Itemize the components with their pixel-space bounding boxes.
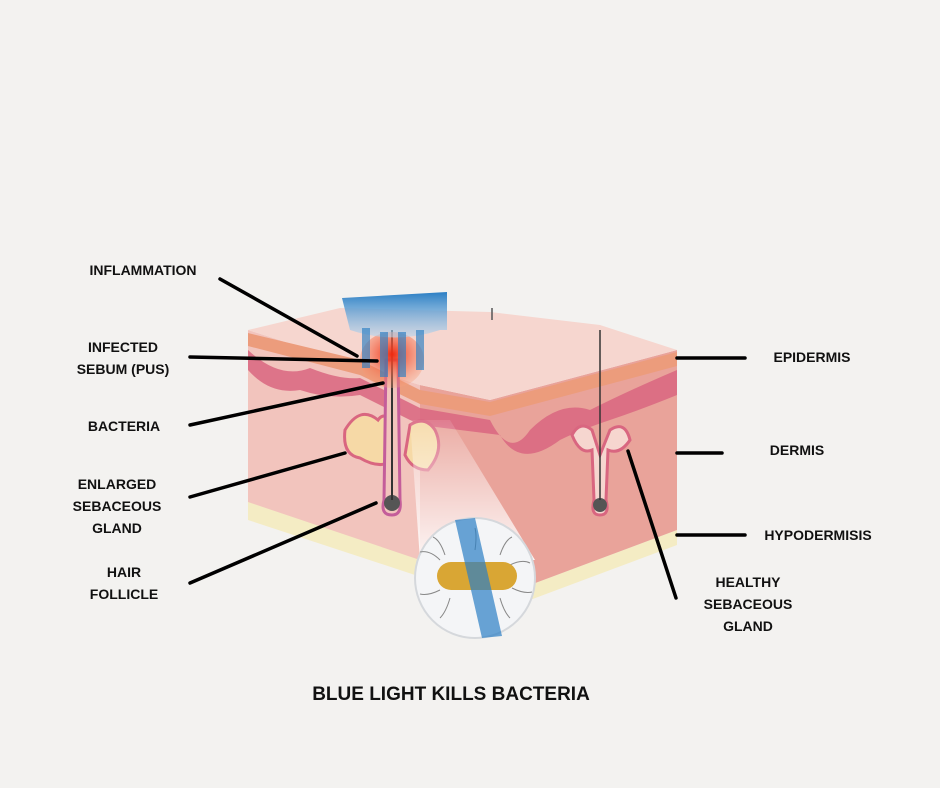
label-inflammation: INFLAMMATION: [89, 262, 197, 278]
hair-bulb-right: [593, 498, 607, 512]
label-hypodermis: HYPODERMISIS: [764, 527, 872, 543]
healthy-gland: [570, 424, 632, 517]
label-enlarged-sebaceous-gland: ENLARGED SEBACEOUS GLAND: [72, 476, 162, 536]
epidermis-layer: [248, 333, 677, 416]
pointer-lines: [188, 277, 747, 600]
bacterium-flagella: [419, 527, 533, 619]
label-hair-follicle: HAIR FOLLICLE: [89, 564, 159, 602]
hypodermis-layer: [248, 500, 677, 600]
label-dermis: DERMIS: [769, 442, 825, 458]
label-bacteria: BACTERIA: [87, 418, 161, 434]
hair-bulb-left: [384, 495, 400, 511]
diagram-title: BLUE LIGHT KILLS BACTERIA: [312, 684, 590, 705]
label-epidermis: EPIDERMIS: [773, 349, 851, 365]
blue-light-emitter: [342, 292, 447, 338]
label-infected-sebum: INFECTED SEBUM (PUS): [76, 339, 170, 377]
lens-blue-beam: [455, 518, 502, 638]
blue-light-rays: [362, 328, 424, 377]
inflammation-area: [360, 332, 424, 388]
label-healthy-sebaceous-gland: HEALTHY SEBACEOUS GLAND: [703, 574, 793, 634]
dermis-wave: [248, 350, 677, 454]
